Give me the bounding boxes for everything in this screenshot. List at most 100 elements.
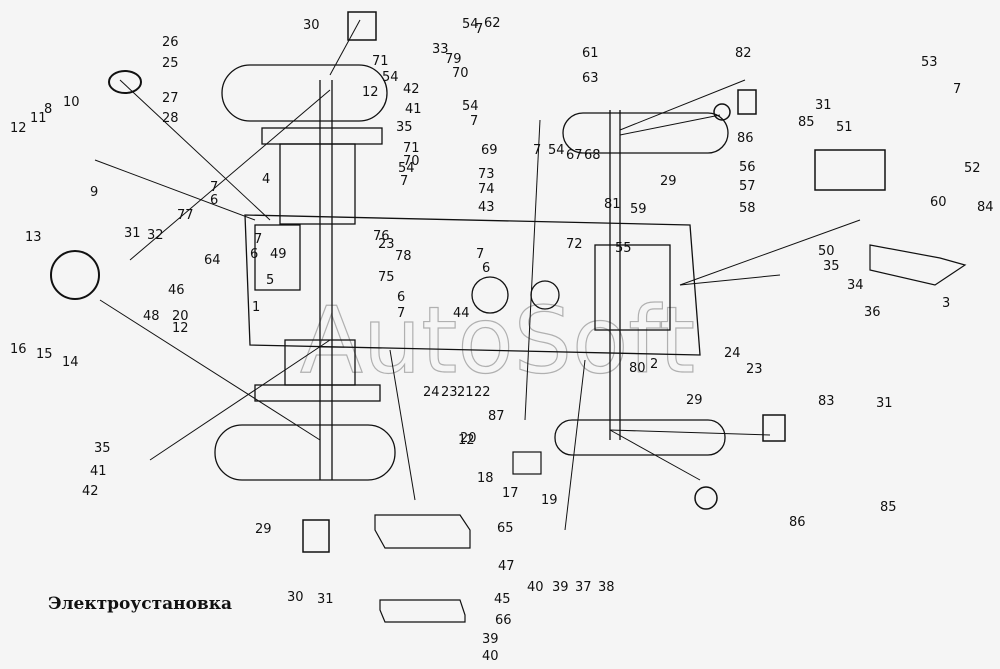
callout-6b: 6 <box>250 247 258 262</box>
callout-31c: 31 <box>876 396 893 411</box>
callout-74: 74 <box>478 182 495 197</box>
callout-7e: 7 <box>475 22 483 37</box>
callout-6d: 6 <box>482 261 490 276</box>
callout-labels: 1234566667777777778910111212121213141516… <box>10 16 994 664</box>
callout-37: 37 <box>575 580 592 595</box>
callout-55: 55 <box>615 241 632 256</box>
callout-14: 14 <box>62 355 79 370</box>
callout-12a: 12 <box>10 121 27 136</box>
headlight-13 <box>50 250 100 300</box>
callout-76: 76 <box>373 229 390 244</box>
callout-12d: 12 <box>458 433 475 448</box>
tractor-frame <box>214 64 729 481</box>
callout-31a: 31 <box>124 226 141 241</box>
callout-35c: 35 <box>823 259 840 274</box>
callout-33: 33 <box>432 42 449 57</box>
callout-23b: 23 <box>441 385 458 400</box>
callout-79: 79 <box>445 52 462 67</box>
callout-13: 13 <box>25 230 42 245</box>
callout-36: 36 <box>864 305 881 320</box>
callout-10: 10 <box>63 95 80 110</box>
callout-86a: 86 <box>737 131 754 146</box>
callout-22: 22 <box>474 385 491 400</box>
callout-47: 47 <box>498 559 515 574</box>
callout-21: 21 <box>457 385 474 400</box>
body-panel <box>244 214 701 356</box>
callout-7b: 7 <box>254 232 262 247</box>
watermark: AutoSoft <box>300 287 695 394</box>
lens-86-top <box>713 103 731 121</box>
front-wheel-right <box>562 112 729 154</box>
callout-20b: 20 <box>460 431 477 446</box>
callout-27: 27 <box>162 91 179 106</box>
callout-7c: 7 <box>397 306 405 321</box>
callout-72: 72 <box>566 237 583 252</box>
diagram-title: Электроустановка <box>48 594 233 614</box>
callout-54a: 54 <box>382 70 399 85</box>
callout-69: 69 <box>481 143 498 158</box>
callout-5: 5 <box>266 273 274 288</box>
callout-51: 51 <box>836 120 853 135</box>
callout-58: 58 <box>739 201 756 216</box>
callout-29b: 29 <box>686 393 703 408</box>
callout-34: 34 <box>847 278 864 293</box>
callout-86b: 86 <box>789 515 806 530</box>
callout-31b: 31 <box>815 98 832 113</box>
callout-7i: 7 <box>953 82 961 97</box>
callout-48: 48 <box>143 309 160 324</box>
callout-11: 11 <box>30 111 47 126</box>
callout-35a: 35 <box>396 120 413 135</box>
battery-51 <box>814 149 886 191</box>
callout-65: 65 <box>497 521 514 536</box>
callout-23c: 23 <box>746 362 763 377</box>
callout-19: 19 <box>541 493 558 508</box>
callout-6c: 6 <box>397 290 405 305</box>
callout-81: 81 <box>604 197 621 212</box>
base-66 <box>379 599 466 623</box>
callout-4: 4 <box>262 172 270 187</box>
leader-lines <box>94 19 861 531</box>
callout-8: 8 <box>44 102 52 117</box>
callout-40b: 40 <box>482 649 499 664</box>
callout-29c: 29 <box>255 522 272 537</box>
callout-29a: 29 <box>660 174 677 189</box>
callout-7g: 7 <box>400 174 408 189</box>
components <box>50 11 967 623</box>
callout-59: 59 <box>630 202 647 217</box>
callout-7h: 7 <box>533 143 541 158</box>
callout-31d: 31 <box>317 592 334 607</box>
callout-38: 38 <box>598 580 615 595</box>
callout-35b: 35 <box>94 441 111 456</box>
callout-32: 32 <box>147 228 164 243</box>
callout-78: 78 <box>395 249 412 264</box>
reflector-83 <box>762 414 786 442</box>
callout-68: 68 <box>584 148 601 163</box>
callout-54b: 54 <box>462 17 479 32</box>
callout-46: 46 <box>168 283 185 298</box>
callout-52: 52 <box>964 161 981 176</box>
callout-67: 67 <box>566 148 583 163</box>
callout-42a: 42 <box>403 82 420 97</box>
callout-3: 3 <box>942 296 950 311</box>
callout-49: 49 <box>270 247 287 262</box>
callout-57: 57 <box>739 179 756 194</box>
callout-45: 45 <box>494 592 511 607</box>
callout-7d: 7 <box>476 247 484 262</box>
callout-77: 77 <box>177 208 194 223</box>
callout-50: 50 <box>818 244 835 259</box>
callout-39b: 39 <box>482 632 499 647</box>
callout-12c: 12 <box>172 321 189 336</box>
rear-wheel-left <box>214 424 396 481</box>
callout-30b: 30 <box>287 590 304 605</box>
callout-43: 43 <box>478 200 495 215</box>
callout-54d: 54 <box>398 161 415 176</box>
callout-28: 28 <box>162 111 179 126</box>
lens-86-bottom <box>694 486 718 510</box>
rear-wheel-right <box>554 419 726 456</box>
callout-42b: 42 <box>82 484 99 499</box>
callout-54c: 54 <box>462 99 479 114</box>
callout-44: 44 <box>453 306 470 321</box>
callout-73: 73 <box>478 167 495 182</box>
